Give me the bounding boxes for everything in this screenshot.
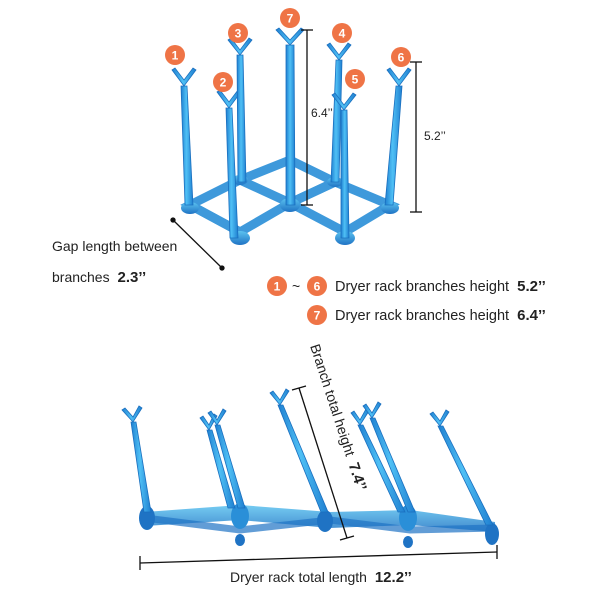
top-rack-branches: [171, 27, 412, 239]
badge-2-number: 2: [220, 76, 227, 90]
branch-total-height-value: 7.4’’: [345, 461, 370, 493]
tall-branch-dimension: [301, 29, 313, 206]
legend-line2: Dryer rack branches height 6.4’’: [335, 307, 546, 324]
bottom-rack-photo: [121, 388, 499, 548]
legend-line2-value: 6.4’’: [517, 307, 546, 324]
branch-badges: 1 2 3 4 5 6 7: [165, 8, 411, 92]
gap-label-line1: Gap length between: [52, 238, 177, 254]
badge-6: 6: [391, 47, 411, 67]
badge-1: 1: [165, 45, 185, 65]
tall-branch-height-label: 6.4’’: [311, 106, 333, 120]
legend-badge-7-number: 7: [314, 309, 321, 323]
total-length-text: Dryer rack total length: [230, 569, 367, 585]
badge-5: 5: [345, 69, 365, 89]
badge-3-number: 3: [235, 27, 242, 41]
legend-line1-text: Dryer rack branches height: [335, 279, 509, 295]
legend-line2-text: Dryer rack branches height: [335, 308, 509, 324]
badge-3: 3: [228, 23, 248, 43]
gap-label-branches: branches: [52, 269, 110, 285]
total-length-label: Dryer rack total length 12.2’’: [230, 569, 412, 586]
badge-4: 4: [332, 23, 352, 43]
branch-total-height-text: Branch total height: [307, 342, 358, 458]
total-length-value: 12.2’’: [375, 569, 412, 586]
total-length-dimension: [139, 545, 498, 570]
short-branch-dimension: [410, 61, 422, 213]
legend-line1-value: 5.2’’: [517, 278, 546, 295]
badge-1-number: 1: [172, 49, 179, 63]
short-branch-height-label: 5.2’’: [424, 129, 446, 143]
badge-5-number: 5: [352, 73, 359, 87]
branch-total-height-dimension: [291, 385, 355, 541]
badge-7-number: 7: [287, 12, 294, 26]
legend-range-start: 1: [274, 280, 281, 294]
badge-6-number: 6: [398, 51, 405, 65]
gap-dimension: [170, 217, 225, 271]
gap-value: 2.3’’: [117, 269, 146, 286]
legend-tilde: ~: [292, 278, 300, 294]
bottom-rack-base: [139, 503, 499, 548]
legend-range-start-badge: 1: [267, 276, 287, 296]
badge-7: 7: [280, 8, 300, 28]
legend-range-end: 6: [314, 280, 321, 294]
legend: 1 ~ 6 Dryer rack branches height 5.2’’ 7…: [267, 276, 546, 325]
branch-total-height-label: Branch total height 7.4’’: [306, 342, 370, 493]
bottom-rack-branches: [121, 388, 494, 526]
legend-line1: Dryer rack branches height 5.2’’: [335, 278, 546, 295]
gap-label-line2: branches 2.3’’: [52, 269, 146, 286]
badge-4-number: 4: [339, 27, 346, 41]
legend-badge-7: 7: [307, 305, 327, 325]
top-rack-photo: [171, 27, 412, 245]
legend-range-end-badge: 6: [307, 276, 327, 296]
badge-2: 2: [213, 72, 233, 92]
